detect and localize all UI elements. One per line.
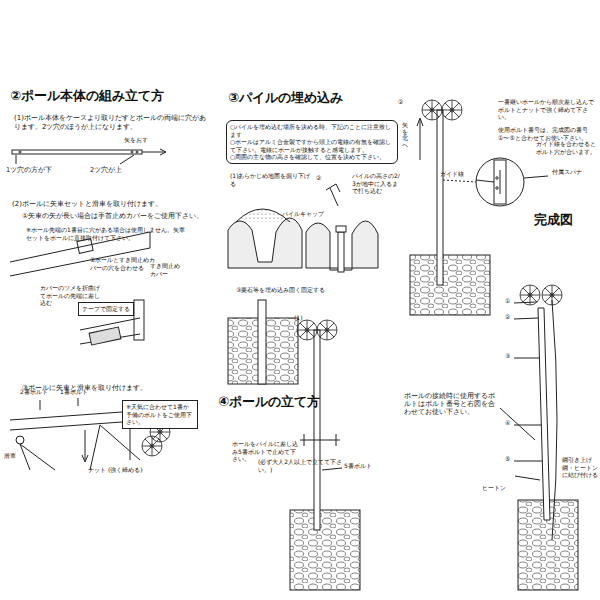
label-text: 綱引き上げ綱・ヒートンに結び付ける [562,456,598,479]
note-box: テープで固定する [78,302,134,316]
label-text: 2番ボルト [20,388,60,396]
label-text: 付属スパナ [552,168,596,176]
label-text: 1番ボルト [60,388,100,396]
note-box: ○パイルを埋め込む場所を決める時、下記のことに注意致します○ポールはアルミ合金製… [226,120,398,164]
section-heading: 完成図 [534,212,598,228]
label-text: ※ポール先端の1番目に穴がある場合は使用しません。矢車セットをポールに直接取付け… [26,226,186,241]
label-text: 5番ボルト [344,462,396,470]
label-text: (1)ポール本体をケースより取りだすとポールの両端に穴があります。2ツ穴のほうが… [14,114,209,132]
note-text: ○パイルを埋め込む場所を決める時、下記のことに注意致します [230,123,394,138]
label-text: ② [316,174,328,182]
section-4-drawings [410,110,578,590]
section-heading: ④ポールの立て方 [218,394,388,410]
label-text: 使用ボルト番号は、完成図の番号①〜⑤と合わせてお使い下さい。 [498,126,598,141]
label-text: ④ [505,419,517,427]
label-text: 1ツ穴の方が下 [6,166,70,174]
label-text: ③栗石等を埋め込み固く固定する [236,286,346,294]
label-text: ① [505,297,517,305]
note-text: テープで固定する [82,305,130,313]
label-text: ② [398,98,412,106]
label-text: 矢をおす [124,136,164,144]
vertical-label: 矢を北へ [402,122,408,148]
note-text: ※天気に合わせて1番か予備のボルトをご使用下さい。 [126,403,194,426]
label-text: ヒートン [482,484,518,492]
note-text: ○ポールはアルミ合金製ですから頭上の電線の有無を確認して下さい。電線にポールが接… [230,138,394,153]
label-text: ⑤ [505,455,517,463]
note-box: ※天気に合わせて1番か予備のボルトをご使用下さい。 [122,400,198,429]
label-text: 2ツ穴が上 [90,166,146,174]
label-text: カバーのツメを折曲げてポールの先端に差し込む [40,284,100,307]
section-heading: ②ポール本体の組み立て方 [10,88,210,104]
label-text: 滑車 [4,452,26,460]
label-text: ② [505,313,517,321]
label-text: (1)あらかじめ地面を掘り下げる [230,172,314,187]
section-3-drawings [228,184,378,590]
label-text: ガイド線を合わせるとボルト穴が合います。 [536,140,598,155]
section-heading: ③パイルの埋め込み [228,90,398,106]
label-text: (1) [294,314,314,322]
note-text: ○周囲の主な物の高さを確認して、位置を決めて下さい。 [230,153,394,161]
label-text: ポールの接続時に使用するボルトはボルト番号と右図を合わせてお使い下さい。 [404,392,500,416]
label-text: ガイド線 [440,170,476,178]
label-text: すき間止めカバー [150,262,184,277]
label-text: ①矢車の矢が長い場合は手首止めカバーをご使用下さい。 [22,212,212,221]
label-text: パイルキャップ [282,210,334,218]
label-text: (必ず大人2人以上で立てて下さい。) [258,458,348,473]
label-text: ③ [505,352,517,360]
label-text: ナット (強く締める) [88,466,158,474]
label-text: ②ポールとすき間止めカバーの穴を合わせる [90,256,160,271]
label-text: (2)ポールに矢車セットと滑車を取り付けます。 [12,200,207,209]
label-text: 一番継いポールから順次差し込んでボルトとナットで強く締めて下さい。 [498,98,598,121]
label-text: パイルの高さの2/3が地中に入るまで打ち込む [352,172,400,195]
